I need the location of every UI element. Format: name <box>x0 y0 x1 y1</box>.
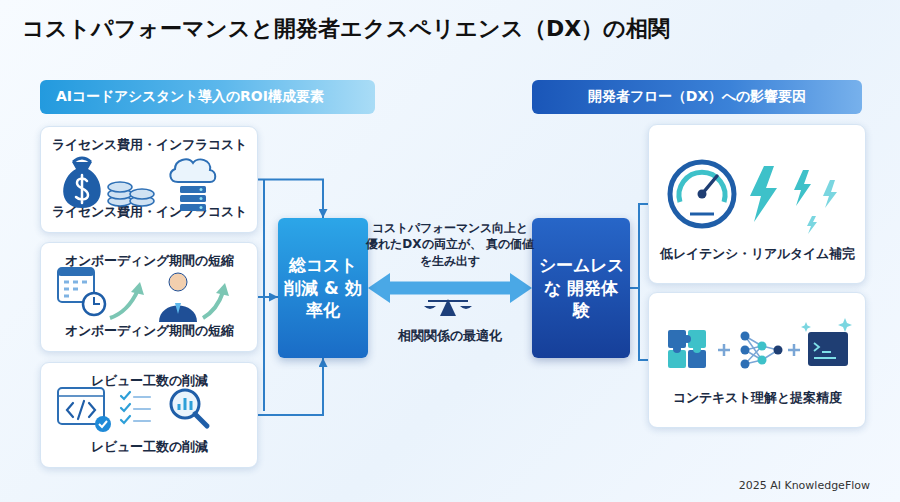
node-text: ライセンス費用・インフラコスト <box>52 203 247 221</box>
node-text: 低レイテンシ・リアルタイム補完 <box>660 245 855 263</box>
factor-card: ライセンス費用・インフラコストライセンス費用・インフラコスト <box>40 126 258 233</box>
section-header: AIコードアシスタント導入のROI構成要素 <box>40 80 375 114</box>
node-text: レビュー工数の削減 <box>91 372 208 390</box>
node-text: レビュー工数の削減 <box>91 438 208 456</box>
factor-card: レビュー工数の削減レビュー工数の削減 <box>40 362 258 468</box>
node-text: コンテキスト理解と提案精度 <box>673 389 842 407</box>
hub-box: シームレス な 開発体験 <box>532 218 630 358</box>
balance-fulcrum <box>440 299 456 316</box>
node-text: オンボーディング期間の短縮 <box>65 252 234 270</box>
section-header: 開発者フロー（DX）への影響要因 <box>532 80 862 114</box>
connector-line <box>630 204 648 288</box>
balance-beam <box>428 300 468 302</box>
connector-line <box>258 358 323 415</box>
node-text: AIコードアシスタント導入のROI構成要素 <box>56 88 324 106</box>
node-text: ライセンス費用・インフラコスト <box>52 136 247 154</box>
factor-card: コンテキスト理解と提案精度 <box>648 292 866 428</box>
node-text: 開発者フロー（DX）への影響要因 <box>588 88 806 106</box>
factor-card: オンボーディング期間の短縮オンボーディング期間の短縮 <box>40 242 258 352</box>
node-text: オンボーディング期間の短縮 <box>65 322 234 340</box>
bracket-line <box>263 179 265 411</box>
balance-pans <box>424 306 472 309</box>
connector-line <box>258 296 278 298</box>
balance-icon <box>424 299 472 316</box>
double-arrow <box>390 282 510 295</box>
connector-line <box>630 288 648 360</box>
watermark: 2025 AI KnowledgeFlow <box>690 479 870 492</box>
diagram-title: コストパフォーマンスと開発者エクスペリエンス（DX）の相関 <box>22 14 670 44</box>
connector-line <box>258 180 323 219</box>
factor-card: 低レイテンシ・リアルタイム補完 <box>648 124 866 284</box>
node-text: シームレス な 開発体験 <box>538 254 624 323</box>
edge-label: コストパフォーマンス向上と 優れたDXの両立が、 真の価値を生み出す <box>365 220 535 270</box>
hub-box: 総コスト 削減 & 効率化 <box>278 218 368 358</box>
note-text: 相関関係の最適化 <box>370 327 530 345</box>
node-text: 総コスト 削減 & 効率化 <box>283 254 363 323</box>
